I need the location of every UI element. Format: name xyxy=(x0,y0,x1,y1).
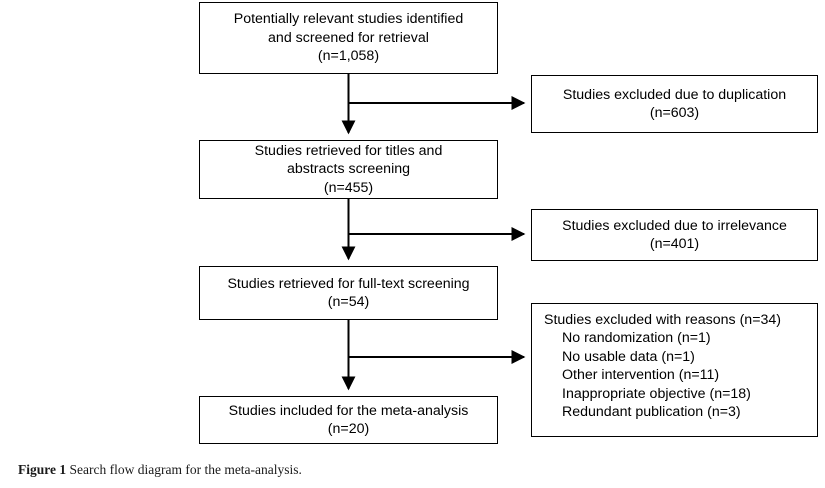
node-identified-count: (n=1,058) xyxy=(317,48,380,65)
reason-item-redundant-publication: Redundant publication (n=3) xyxy=(562,404,741,421)
node-included-line1: Studies included for the meta-analysis xyxy=(228,402,469,419)
node-irrelevance-count: (n=401) xyxy=(649,236,700,252)
node-excluded-irrelevance: Studies excluded due to irrelevance (n=4… xyxy=(531,209,818,261)
node-included-studies: Studies included for the meta-analysis (… xyxy=(199,396,498,444)
node-fulltext-line1: Studies retrieved for full-text screenin… xyxy=(227,275,470,292)
node-excluded-duplication: Studies excluded due to duplication (n=6… xyxy=(531,75,818,133)
search-flow-diagram: Potentially relevant studies identified … xyxy=(199,2,818,444)
reason-item-other-intervention: Other intervention (n=11) xyxy=(562,367,720,384)
reason-item-inappropriate-objective: Inappropriate objective (n=18) xyxy=(562,385,751,402)
node-included-count: (n=20) xyxy=(327,421,370,437)
reasons-header: Studies excluded with reasons (n=34) xyxy=(544,312,781,328)
figure-caption-label: Figure 1 xyxy=(18,462,67,477)
reason-item-no-randomization: No randomization (n=1) xyxy=(562,330,711,347)
node-titles-line2: abstracts screening xyxy=(286,161,411,178)
node-duplication-count: (n=603) xyxy=(649,105,700,121)
figure-caption-text: Search flow diagram for the meta-analysi… xyxy=(69,462,302,477)
node-titles-line1: Studies retrieved for titles and xyxy=(254,142,443,159)
node-fulltext-count: (n=54) xyxy=(327,294,370,310)
node-identified-line2: and screened for retrieval xyxy=(268,29,429,46)
node-titles-abstracts-screening: Studies retrieved for titles and abstrac… xyxy=(199,140,498,199)
figure-caption: Figure 1 Search flow diagram for the met… xyxy=(18,462,302,478)
node-duplication-line1: Studies excluded due to duplication xyxy=(562,86,787,103)
node-irrelevance-line1: Studies excluded due to irrelevance xyxy=(562,217,787,234)
node-identified-line1: Potentially relevant studies identified xyxy=(233,11,464,28)
reason-item-no-usable-data: No usable data (n=1) xyxy=(562,348,695,365)
node-fulltext-screening: Studies retrieved for full-text screenin… xyxy=(199,266,498,320)
node-excluded-with-reasons: Studies excluded with reasons (n=34) No … xyxy=(531,303,818,437)
node-titles-count: (n=455) xyxy=(323,179,374,196)
node-identified-studies: Potentially relevant studies identified … xyxy=(199,2,498,74)
